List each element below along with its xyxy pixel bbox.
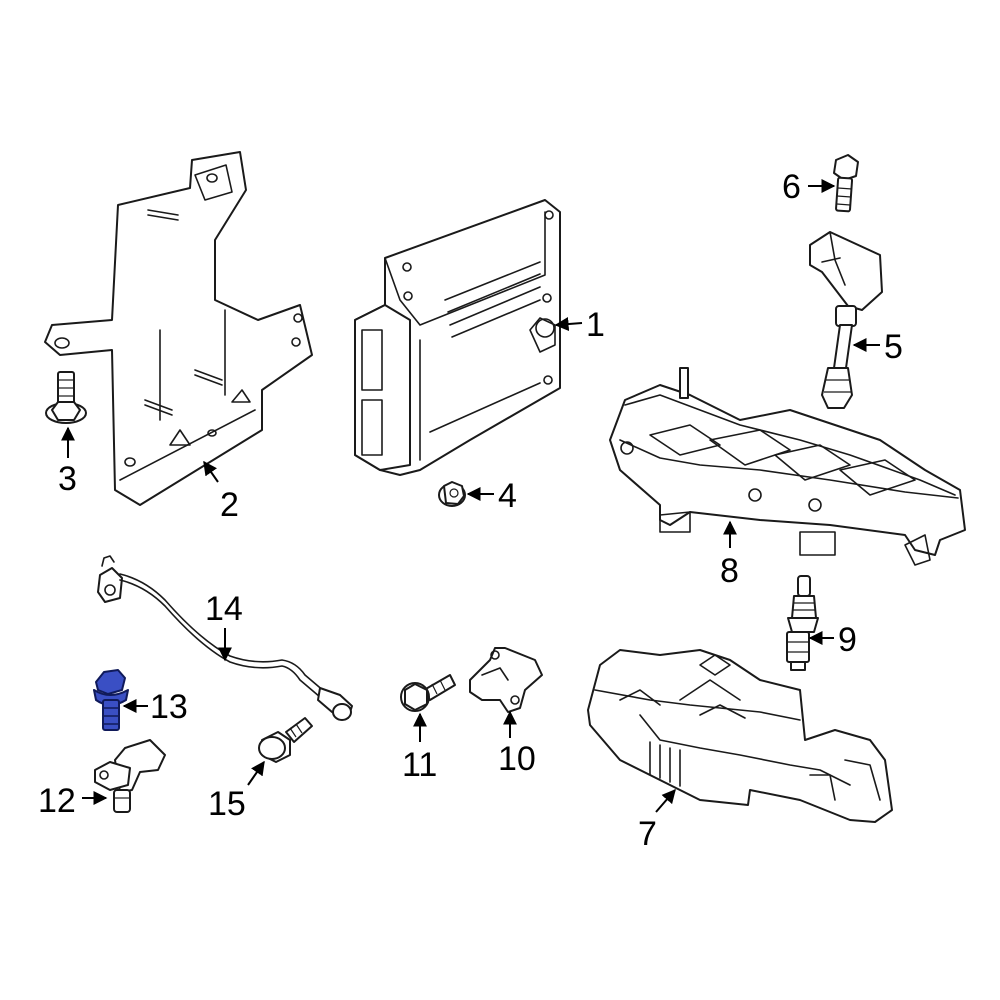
- part-13-bolt-highlighted[interactable]: [93, 669, 129, 731]
- callout-7[interactable]: 7: [638, 815, 657, 853]
- leader-15: [247, 760, 265, 786]
- part-15-bolt[interactable]: [258, 717, 313, 763]
- leader-1: [554, 317, 583, 332]
- part-12-cam-sensor[interactable]: [94, 739, 166, 813]
- callout-12[interactable]: 12: [38, 782, 76, 820]
- callout-14[interactable]: 14: [205, 590, 243, 628]
- leader-2: [203, 460, 219, 483]
- part-10-sensor[interactable]: [469, 647, 543, 713]
- part-8-coil-carrier[interactable]: [609, 367, 966, 566]
- part-1-ecu[interactable]: [354, 199, 561, 476]
- part-7-engine-cover[interactable]: [587, 649, 893, 823]
- callout-labels: 1 2 3 4 5 6 7 8 9 10 11 12 13 14 15: [38, 168, 903, 853]
- callout-6[interactable]: 6: [782, 168, 801, 206]
- callout-10[interactable]: 10: [498, 740, 536, 778]
- callout-1[interactable]: 1: [586, 306, 605, 344]
- leader-7: [655, 788, 676, 813]
- callout-3[interactable]: 3: [58, 460, 77, 498]
- part-9-spark-plug[interactable]: [786, 575, 819, 671]
- callout-4[interactable]: 4: [498, 477, 517, 515]
- callout-9[interactable]: 9: [838, 621, 857, 659]
- part-5-ignition-coil[interactable]: [809, 231, 883, 409]
- callout-11[interactable]: 11: [402, 746, 437, 784]
- part-2-bracket[interactable]: [44, 151, 313, 506]
- part-4-nut[interactable]: [438, 481, 466, 507]
- callout-13[interactable]: 13: [150, 688, 188, 726]
- callout-8[interactable]: 8: [720, 552, 739, 590]
- leader-lines: [61, 179, 880, 813]
- part-14-sensor-harness[interactable]: [97, 555, 353, 721]
- part-11-bolt[interactable]: [400, 674, 456, 712]
- callout-15[interactable]: 15: [208, 785, 246, 823]
- part-6-bolt[interactable]: [833, 154, 859, 213]
- part-3-bolt[interactable]: [45, 371, 87, 424]
- callout-2[interactable]: 2: [220, 486, 239, 524]
- callout-5[interactable]: 5: [884, 328, 903, 366]
